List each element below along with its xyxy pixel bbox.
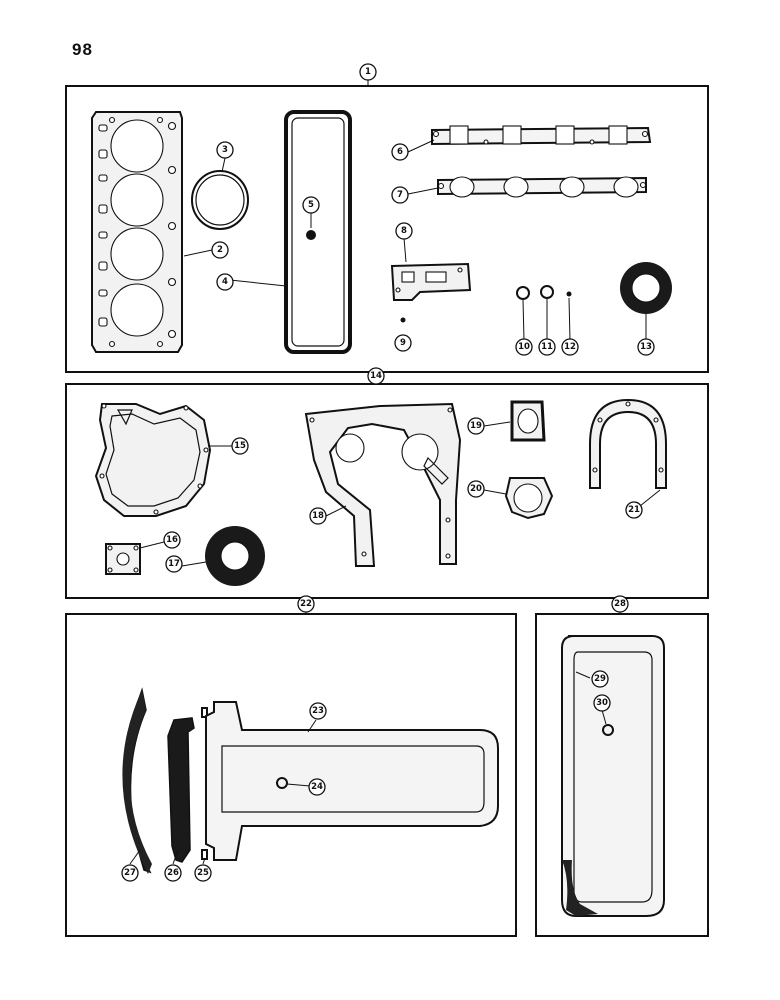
washer-9 xyxy=(400,317,406,323)
callout-4: 4 xyxy=(216,273,234,291)
gasket-19 xyxy=(510,400,546,442)
callout-28: 28 xyxy=(611,595,629,613)
front-plate-gasket xyxy=(304,402,462,567)
panel-upper-gasket-set xyxy=(65,76,709,373)
callout-21: 21 xyxy=(625,501,643,519)
svg-text:1: 1 xyxy=(365,67,371,77)
svg-text:29: 29 xyxy=(594,674,606,684)
svg-text:20: 20 xyxy=(470,484,482,494)
svg-text:15: 15 xyxy=(234,441,246,451)
timing-cover-gasket xyxy=(94,403,212,517)
o-ring-30 xyxy=(602,724,614,736)
plate-gasket-16 xyxy=(105,543,141,575)
callout-8: 8 xyxy=(395,222,413,240)
svg-text:8: 8 xyxy=(401,226,407,236)
callout-14: 14 xyxy=(367,367,385,385)
callout-5: 5 xyxy=(302,196,320,214)
rear-seal-gasket xyxy=(589,398,667,489)
svg-text:16: 16 xyxy=(166,535,178,545)
oil-seal-17 xyxy=(205,526,265,586)
callout-26: 26 xyxy=(164,864,182,882)
callout-7: 7 xyxy=(391,186,409,204)
callout-20: 20 xyxy=(467,480,485,498)
svg-text:9: 9 xyxy=(400,338,406,348)
rear-pan-seal-27-body xyxy=(122,690,152,874)
page-number: 98 xyxy=(72,40,93,59)
svg-text:24: 24 xyxy=(311,782,323,792)
callout-15: 15 xyxy=(231,437,249,455)
o-ring-11 xyxy=(540,285,554,299)
panel-valley-pan-gasket xyxy=(535,606,709,937)
callout-9: 9 xyxy=(394,334,412,352)
svg-text:23: 23 xyxy=(312,706,324,716)
svg-text:27: 27 xyxy=(124,868,136,878)
callout-6: 6 xyxy=(391,143,409,161)
oil-pan-gasket-23 xyxy=(205,701,499,861)
svg-text:18: 18 xyxy=(312,511,324,521)
svg-text:19: 19 xyxy=(470,421,482,431)
svg-text:10: 10 xyxy=(518,342,530,352)
callout-23: 23 xyxy=(309,702,327,720)
rocker-cover-gasket xyxy=(284,110,352,354)
o-ring-10 xyxy=(516,286,530,300)
callout-19: 19 xyxy=(467,417,485,435)
callout-18: 18 xyxy=(309,507,327,525)
callout-17: 17 xyxy=(165,555,183,573)
callout-16: 16 xyxy=(163,531,181,549)
svg-text:11: 11 xyxy=(541,342,553,352)
oil-seal-13 xyxy=(620,262,672,314)
svg-text:22: 22 xyxy=(300,599,312,609)
callout-3: 3 xyxy=(216,141,234,159)
intake-manifold-gasket xyxy=(437,176,647,198)
callout-12: 12 xyxy=(561,338,579,356)
panel-oil-pan-gasket-set xyxy=(65,606,517,937)
callout-24: 24 xyxy=(308,778,326,796)
callout-1: 1 xyxy=(359,63,377,81)
svg-text:3: 3 xyxy=(222,145,228,155)
washer-12 xyxy=(566,291,572,297)
gasket-20 xyxy=(504,477,554,520)
callout-10: 10 xyxy=(515,338,533,356)
callout-22: 22 xyxy=(297,595,315,613)
svg-text:13: 13 xyxy=(640,342,652,352)
svg-text:12: 12 xyxy=(564,342,576,352)
callout-27: 27 xyxy=(121,864,139,882)
svg-text:28: 28 xyxy=(614,599,626,609)
svg-text:2: 2 xyxy=(217,245,223,255)
grommet-5 xyxy=(306,230,316,240)
svg-text:6: 6 xyxy=(397,147,403,157)
exhaust-manifold-gasket xyxy=(431,125,652,146)
o-ring-24 xyxy=(276,777,288,789)
callout-13: 13 xyxy=(637,338,655,356)
svg-text:30: 30 xyxy=(596,698,608,708)
callout-30: 30 xyxy=(593,694,611,712)
panel-front-gasket-set xyxy=(65,374,709,599)
callout-11: 11 xyxy=(538,338,556,356)
callout-2: 2 xyxy=(211,241,229,259)
front-pan-seal-26 xyxy=(167,717,195,863)
callout-29: 29 xyxy=(591,670,609,688)
svg-text:17: 17 xyxy=(168,559,180,569)
svg-text:4: 4 xyxy=(222,277,228,287)
side-cover-gasket-8 xyxy=(390,262,472,301)
svg-text:5: 5 xyxy=(308,200,314,210)
cylinder-head-gasket xyxy=(91,111,183,353)
svg-text:7: 7 xyxy=(397,190,403,200)
svg-text:26: 26 xyxy=(167,868,179,878)
callout-25: 25 xyxy=(194,864,212,882)
valley-pan-gasket-29 xyxy=(561,635,665,917)
sleeve-seal-ring xyxy=(191,170,249,230)
svg-text:21: 21 xyxy=(628,505,640,515)
svg-text:25: 25 xyxy=(197,868,209,878)
svg-text:14: 14 xyxy=(370,371,382,381)
